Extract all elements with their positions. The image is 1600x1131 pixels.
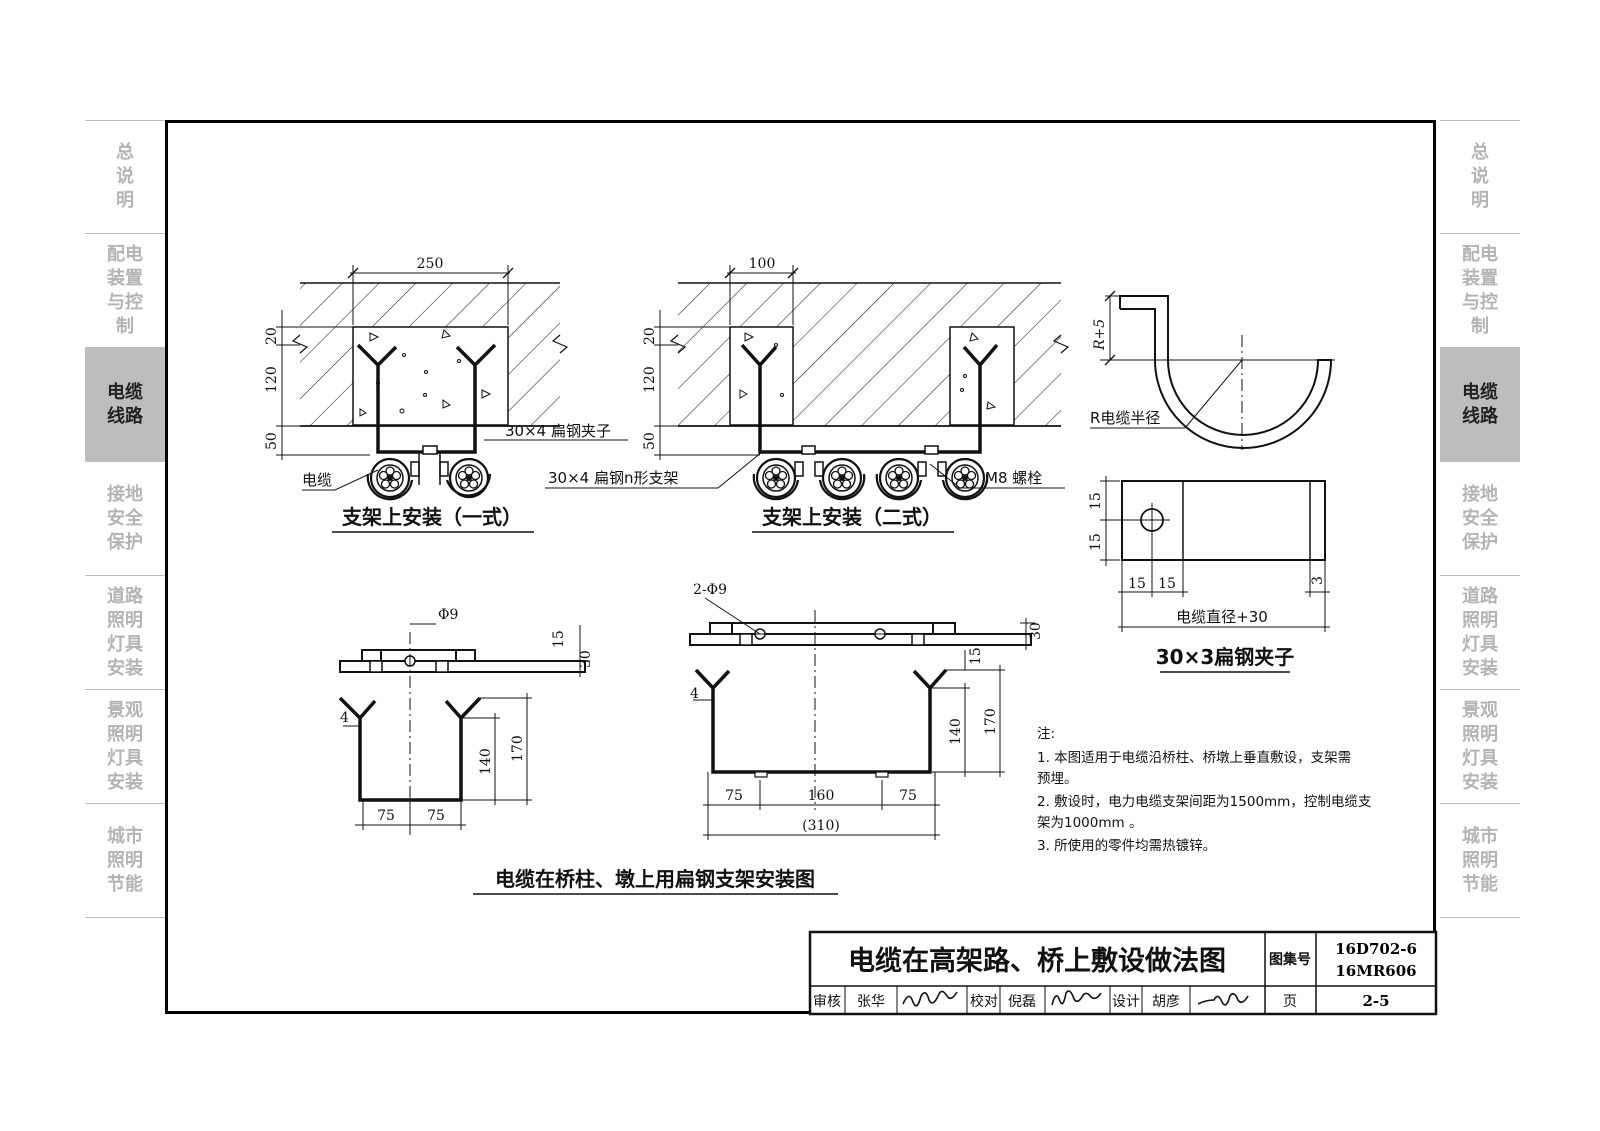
- fig5-dim-170: 170: [983, 708, 999, 735]
- fig3-dim-width: 电缆直径+30: [1176, 608, 1268, 626]
- fig5-dim-160: 160: [808, 788, 835, 804]
- fig5-dim-4: 4: [690, 686, 699, 702]
- fig1-caption: 支架上安装（一式）: [342, 505, 522, 529]
- right-nav-item-grounding[interactable]: 接地 安全 保护: [1440, 461, 1520, 575]
- atlas-number-1: 16D702-6: [1335, 940, 1417, 958]
- review-label: 审核: [813, 994, 841, 1010]
- fig3-dim-15c: 15: [1128, 576, 1146, 592]
- fig3-dim-3: 3: [1310, 576, 1326, 585]
- fig4-dim-140: 140: [478, 748, 494, 775]
- fig4-dim-75a: 75: [377, 808, 395, 824]
- left-nav-item-general[interactable]: 总 说 明: [85, 120, 165, 233]
- fig2-dim-50: 50: [642, 432, 658, 450]
- title-block: 电缆在高架路、桥上敷设做法图 图集号 16D702-6 16MR606 审核 张…: [808, 930, 1438, 1016]
- fig1-dim-50: 50: [264, 432, 280, 450]
- fig3-label-radius: R电缆半径: [1090, 409, 1160, 427]
- fig4-dim-75b: 75: [427, 808, 445, 824]
- notes-line-4: 架为1000mm 。: [1037, 815, 1142, 831]
- fig1-dim-20: 20: [264, 327, 280, 345]
- left-nav-item-landscape-lighting[interactable]: 景观 照明 灯具 安装: [85, 689, 165, 803]
- fig3-dim-15d: 15: [1158, 576, 1176, 592]
- fig4-dim-170: 170: [510, 735, 526, 762]
- left-nav-item-cable-lines[interactable]: 电缆 线路: [85, 347, 165, 461]
- fig5-dim-hole: 2-Φ9: [693, 582, 727, 598]
- fig2-dim-width: 100: [749, 256, 776, 272]
- fig2-label-bolt: M8 螺栓: [985, 469, 1042, 487]
- notes-line-1: 1. 本图适用于电缆沿桥柱、桥墩上垂直敷设，支架需: [1037, 750, 1351, 766]
- fig3-caption: 30×3扁钢夹子: [1156, 645, 1295, 669]
- notes-block: 注: 1. 本图适用于电缆沿桥柱、桥墩上垂直敷设，支架需 预埋。 2. 敷设时，…: [1037, 726, 1372, 854]
- notes-line-2: 预埋。: [1037, 771, 1078, 787]
- left-section-nav: 总 说 明 配电 装置 与控 制 电缆 线路 接地 安全 保护 道路 照明 灯具…: [85, 120, 165, 918]
- fig1-dim-120: 120: [264, 366, 280, 393]
- fig4-dim-hole: Φ9: [438, 607, 458, 623]
- fig2-caption: 支架上安装（二式）: [762, 505, 942, 529]
- reviewer-name: 张华: [857, 994, 885, 1010]
- atlas-number-2: 16MR606: [1335, 962, 1416, 980]
- bottom-figure-caption: 电缆在桥柱、墩上用扁钢支架安装图: [495, 867, 815, 891]
- fig5-dim-15: 15: [968, 647, 984, 665]
- fig2-dim-120: 120: [642, 366, 658, 393]
- reviewer-signature: [902, 990, 958, 1007]
- fig5-dim-75b: 75: [899, 788, 917, 804]
- figure-3-flat-steel-clamp: R+5 R电缆半径 15 15 15 15 3 电缆直径+30 30×3扁钢夹子: [1088, 290, 1335, 673]
- fig2-dim-20: 20: [642, 327, 658, 345]
- fig1-dim-width: 250: [417, 256, 444, 272]
- figure-4-single-bracket: Φ9 75 75 4 140 170 15 30: [338, 607, 594, 835]
- drawing-frame: [165, 120, 1436, 1014]
- page-number: 2-5: [1362, 992, 1389, 1010]
- fig3-dim-15b: 15: [1088, 533, 1104, 551]
- right-nav-item-energy-saving[interactable]: 城市 照明 节能: [1440, 803, 1520, 918]
- drawing-title: 电缆在高架路、桥上敷设做法图: [848, 945, 1226, 977]
- fig5-dim-total: (310): [802, 818, 840, 834]
- page-label: 页: [1283, 994, 1297, 1010]
- checker-name: 倪磊: [1008, 994, 1036, 1010]
- figure-2-bracket-type-2: 100 20 120 50 30×4 扁钢n形支架 M8 螺栓 支架上安装（二式…: [545, 256, 1070, 533]
- notes-line-3: 2. 敷设时，电力电缆支架间距为1500mm，控制电缆支: [1037, 794, 1372, 810]
- fig4-dim-4: 4: [340, 710, 349, 726]
- check-label: 校对: [970, 993, 998, 1010]
- fig1-label-clamp: 30×4 扁钢夹子: [505, 422, 611, 440]
- right-nav-item-general[interactable]: 总 说 明: [1440, 120, 1520, 233]
- designer-name: 胡彦: [1152, 994, 1180, 1010]
- designer-signature: [1197, 992, 1249, 1006]
- notes-title: 注:: [1037, 726, 1055, 742]
- left-nav-item-distribution[interactable]: 配电 装置 与控 制: [85, 233, 165, 347]
- figure-1-bracket-type-1: 250 20 120 50 30×4 扁钢夹子 电缆 支架上安装（一式）: [264, 256, 628, 533]
- fig5-dim-30: 30: [1028, 622, 1044, 640]
- left-nav-item-energy-saving[interactable]: 城市 照明 节能: [85, 803, 165, 918]
- notes-line-5: 3. 所使用的零件均需热镀锌。: [1037, 837, 1216, 854]
- right-nav-item-road-lighting[interactable]: 道路 照明 灯具 安装: [1440, 575, 1520, 689]
- fig3-dim-r5: R+5: [1092, 319, 1108, 351]
- right-nav-item-distribution[interactable]: 配电 装置 与控 制: [1440, 233, 1520, 347]
- fig3-dim-15a: 15: [1088, 492, 1104, 510]
- left-nav-item-grounding[interactable]: 接地 安全 保护: [85, 461, 165, 575]
- figure-5-wide-bracket: 2-Φ9 4 75 160 75 (310) 140 170 15 30: [689, 582, 1044, 840]
- fig4-dim-30: 30: [578, 650, 594, 668]
- fig1-label-cable: 电缆: [302, 471, 332, 489]
- fig2-label-bracket: 30×4 扁钢n形支架: [548, 469, 678, 487]
- right-section-nav: 总 说 明 配电 装置 与控 制 电缆 线路 接地 安全 保护 道路 照明 灯具…: [1440, 120, 1520, 918]
- left-nav-item-road-lighting[interactable]: 道路 照明 灯具 安装: [85, 575, 165, 689]
- fig4-dim-15: 15: [551, 630, 567, 648]
- checker-signature: [1051, 990, 1102, 1006]
- right-nav-item-landscape-lighting[interactable]: 景观 照明 灯具 安装: [1440, 689, 1520, 803]
- fig5-dim-140: 140: [948, 718, 964, 745]
- design-label: 设计: [1112, 994, 1140, 1010]
- fig5-dim-75a: 75: [725, 788, 743, 804]
- right-nav-item-cable-lines[interactable]: 电缆 线路: [1440, 347, 1520, 461]
- atlas-number-label: 图集号: [1269, 951, 1311, 968]
